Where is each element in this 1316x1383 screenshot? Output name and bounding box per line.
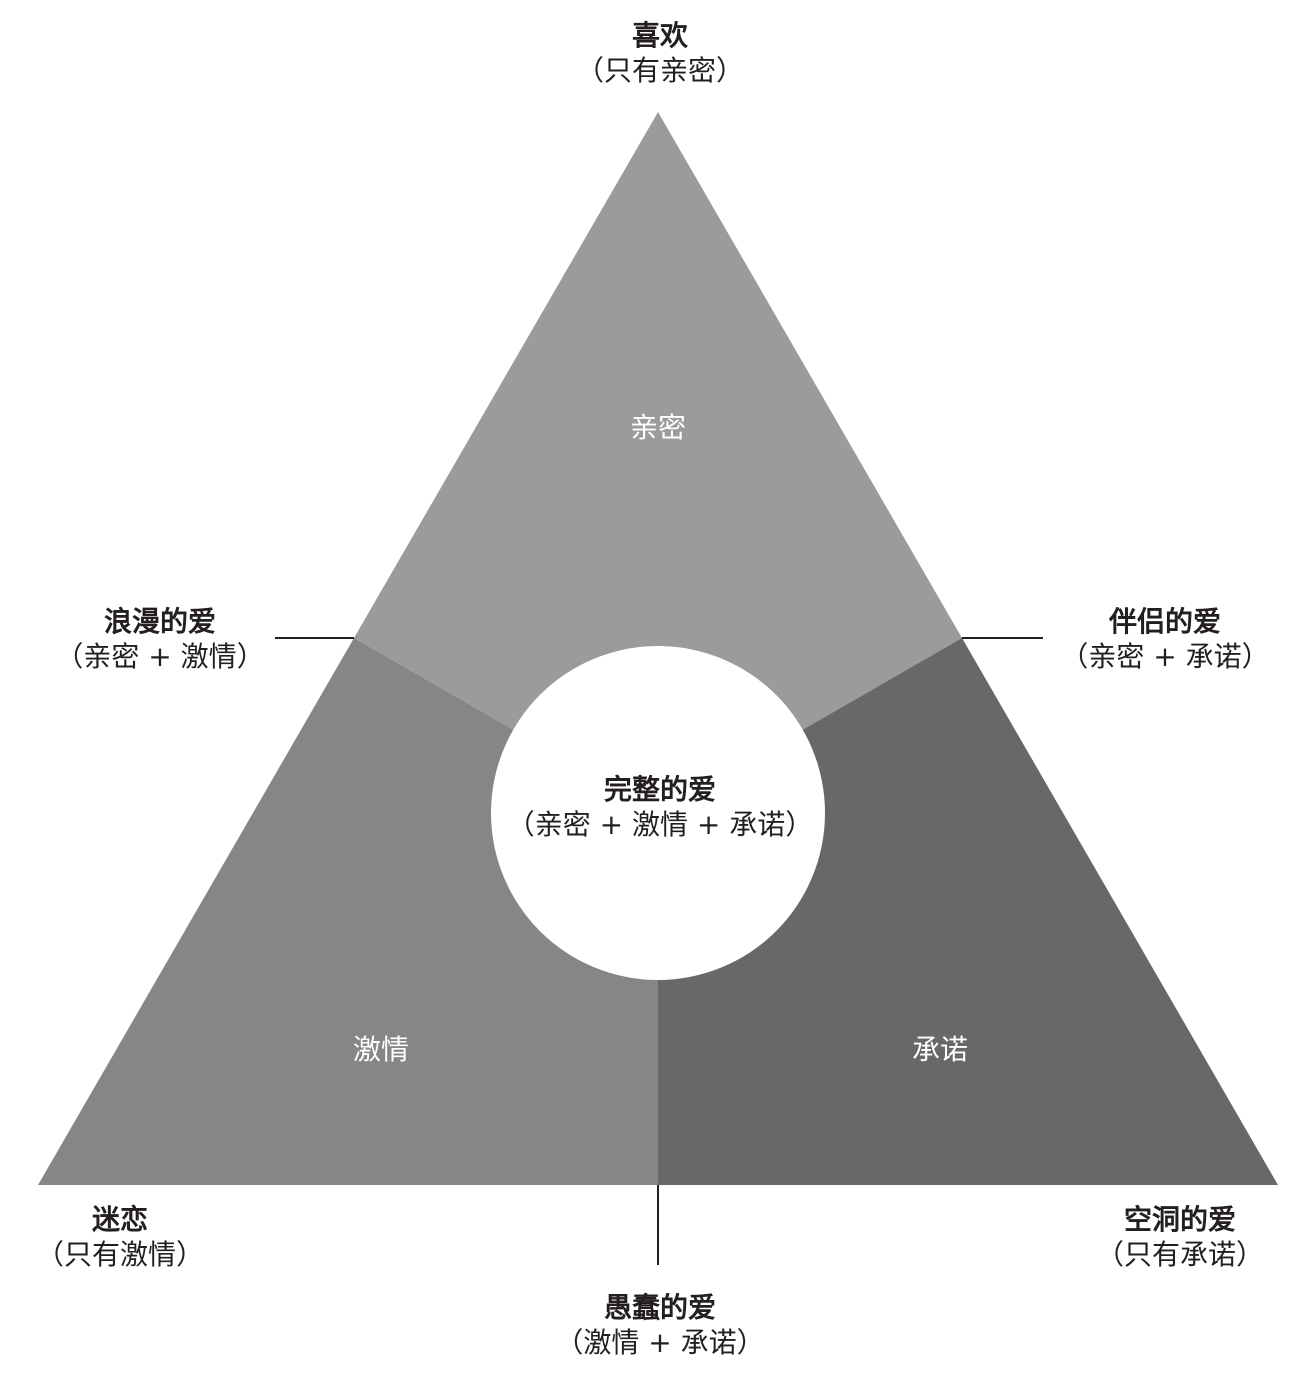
infatuation-label: 迷恋 （只有激情） (20, 1202, 220, 1272)
romantic-love-subtitle: （亲密 + 激情） (55, 640, 265, 673)
companionate-love-label: 伴侣的爱 （亲密 + 承诺） (1040, 604, 1290, 674)
romantic-love-label: 浪漫的爱 （亲密 + 激情） (30, 604, 290, 674)
companionate-love-subtitle: （亲密 + 承诺） (1060, 640, 1270, 673)
romantic-love-title: 浪漫的爱 (103, 605, 216, 638)
empty-love-label: 空洞的爱 （只有承诺） (1070, 1202, 1290, 1272)
liking-subtitle: （只有亲密） (575, 54, 744, 87)
fatuous-love-title: 愚蠢的爱 (603, 1291, 716, 1324)
companionate-love-title: 伴侣的爱 (1108, 605, 1221, 638)
consummate-love-subtitle: （亲密 + 激情 + 承诺） (506, 808, 814, 841)
consummate-love-label: 完整的爱 （亲密 + 激情 + 承诺） (480, 772, 840, 842)
intimacy-region (354, 112, 962, 813)
fatuous-love-label: 愚蠢的爱 （激情 + 承诺） (530, 1290, 790, 1360)
empty-love-title: 空洞的爱 (1123, 1203, 1236, 1236)
consummate-love-title: 完整的爱 (603, 773, 716, 806)
empty-love-subtitle: （只有承诺） (1095, 1238, 1264, 1271)
liking-title: 喜欢 (631, 19, 688, 52)
passion-region-label: 激情 (352, 1033, 410, 1066)
center-circle (491, 646, 825, 980)
fatuous-love-subtitle: （激情 + 承诺） (555, 1326, 765, 1359)
infatuation-title: 迷恋 (91, 1203, 148, 1236)
intimacy-region-label: 亲密 (629, 411, 687, 444)
commitment-region-label: 承诺 (911, 1033, 969, 1066)
infatuation-subtitle: （只有激情） (35, 1238, 204, 1271)
liking-label: 喜欢 （只有亲密） (560, 18, 760, 88)
